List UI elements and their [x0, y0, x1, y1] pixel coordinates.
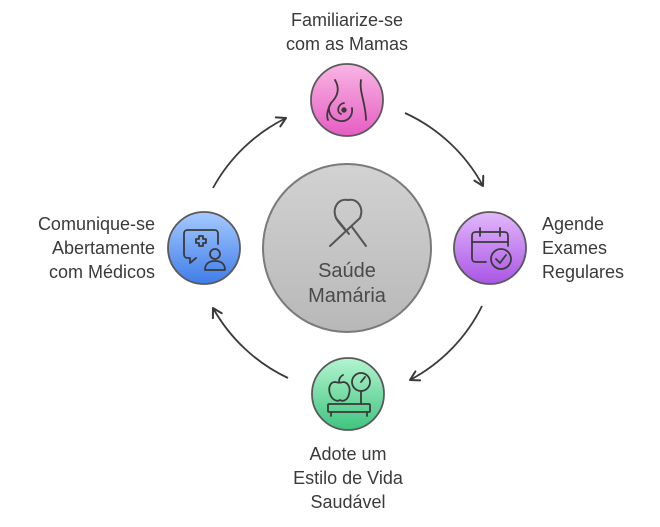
label-line: Exames — [542, 238, 608, 258]
label-line: Saudável — [310, 492, 386, 512]
arrow-bottom-to-left — [211, 306, 289, 379]
label-line: com Médicos — [48, 262, 155, 282]
label-talk-to-doctors: Comunique-se Abertamente com Médicos — [8, 212, 155, 284]
label-breast-awareness: Familiarize-se com as Mamas — [247, 8, 447, 56]
doctor-chat-icon — [183, 229, 226, 271]
label-line: Comunique-se — [37, 214, 155, 234]
node-breast-awareness — [310, 63, 384, 137]
label-line: Familiarize-se — [290, 10, 404, 30]
node-healthy-lifestyle — [311, 357, 385, 431]
label-line: Regulares — [542, 262, 625, 282]
node-talk-to-doctors — [167, 211, 241, 285]
label-line: Estilo de Vida — [293, 468, 403, 488]
arrow-left-to-top — [212, 116, 288, 189]
label-line: Agende — [542, 214, 605, 234]
label-healthy-lifestyle: Adote um Estilo de Vida Saudável — [248, 442, 448, 514]
label-line: Abertamente — [51, 238, 155, 258]
label-line: Adote um — [309, 444, 387, 464]
node-regular-exams — [453, 211, 527, 285]
center-node — [262, 163, 432, 333]
center-title: Saúde Mamária — [287, 259, 407, 309]
calendar-check-icon — [471, 227, 512, 270]
center-title-line2: Mamária — [308, 285, 386, 307]
arrow-right-to-bottom — [408, 305, 483, 382]
label-regular-exams: Agende Exames Regulares — [542, 212, 652, 284]
label-line: com as Mamas — [285, 34, 409, 54]
apple-scale-icon — [327, 372, 371, 417]
center-title-line1: Saúde — [318, 260, 376, 282]
breast-icon — [326, 79, 367, 122]
arrow-top-to-right — [404, 112, 485, 188]
pink-ribbon-icon — [329, 198, 367, 247]
